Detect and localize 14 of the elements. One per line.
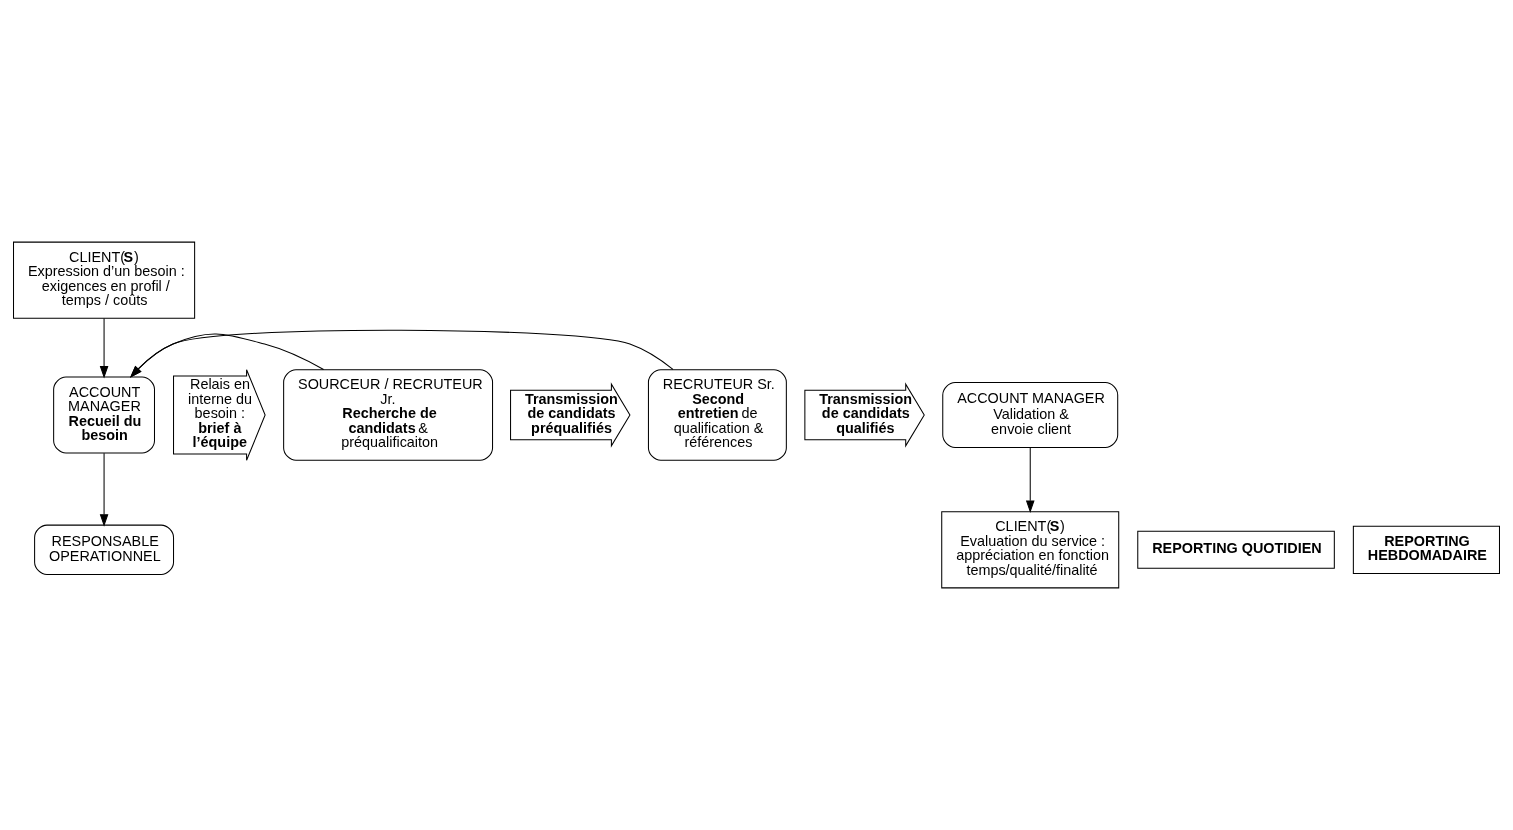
arrow [130, 333, 325, 378]
node-box: REPORTING HEBDOMADAIRE [1352, 525, 1500, 574]
node-box: CLIENT(S) Expression d’un besoin : exigences en profil / temps / coûts [13, 241, 196, 319]
node-box: CLIENT(S) Evaluation du service : appréciation en fonction temps/qualité/finalité [941, 511, 1120, 589]
arrow [99, 318, 109, 379]
arrow [130, 329, 674, 378]
node-box: RECRUTEUR Sr. Second entretien de qualification & références [647, 369, 787, 461]
node-box: ACCOUNT MANAGER Recueil du besoin [53, 376, 155, 454]
node-box: REPORTING QUOTIDIEN [1137, 530, 1335, 569]
arrow [1025, 446, 1035, 513]
node-box: RESPONSABLE OPERATIONNEL [34, 524, 175, 576]
arrow [99, 452, 109, 527]
node-box: ACCOUNT MANAGER Validation & envoie client [942, 382, 1119, 448]
node-box: SOURCEUR / RECRUTEUR Jr. Recherche de candidats & préqualificaiton [283, 369, 494, 461]
